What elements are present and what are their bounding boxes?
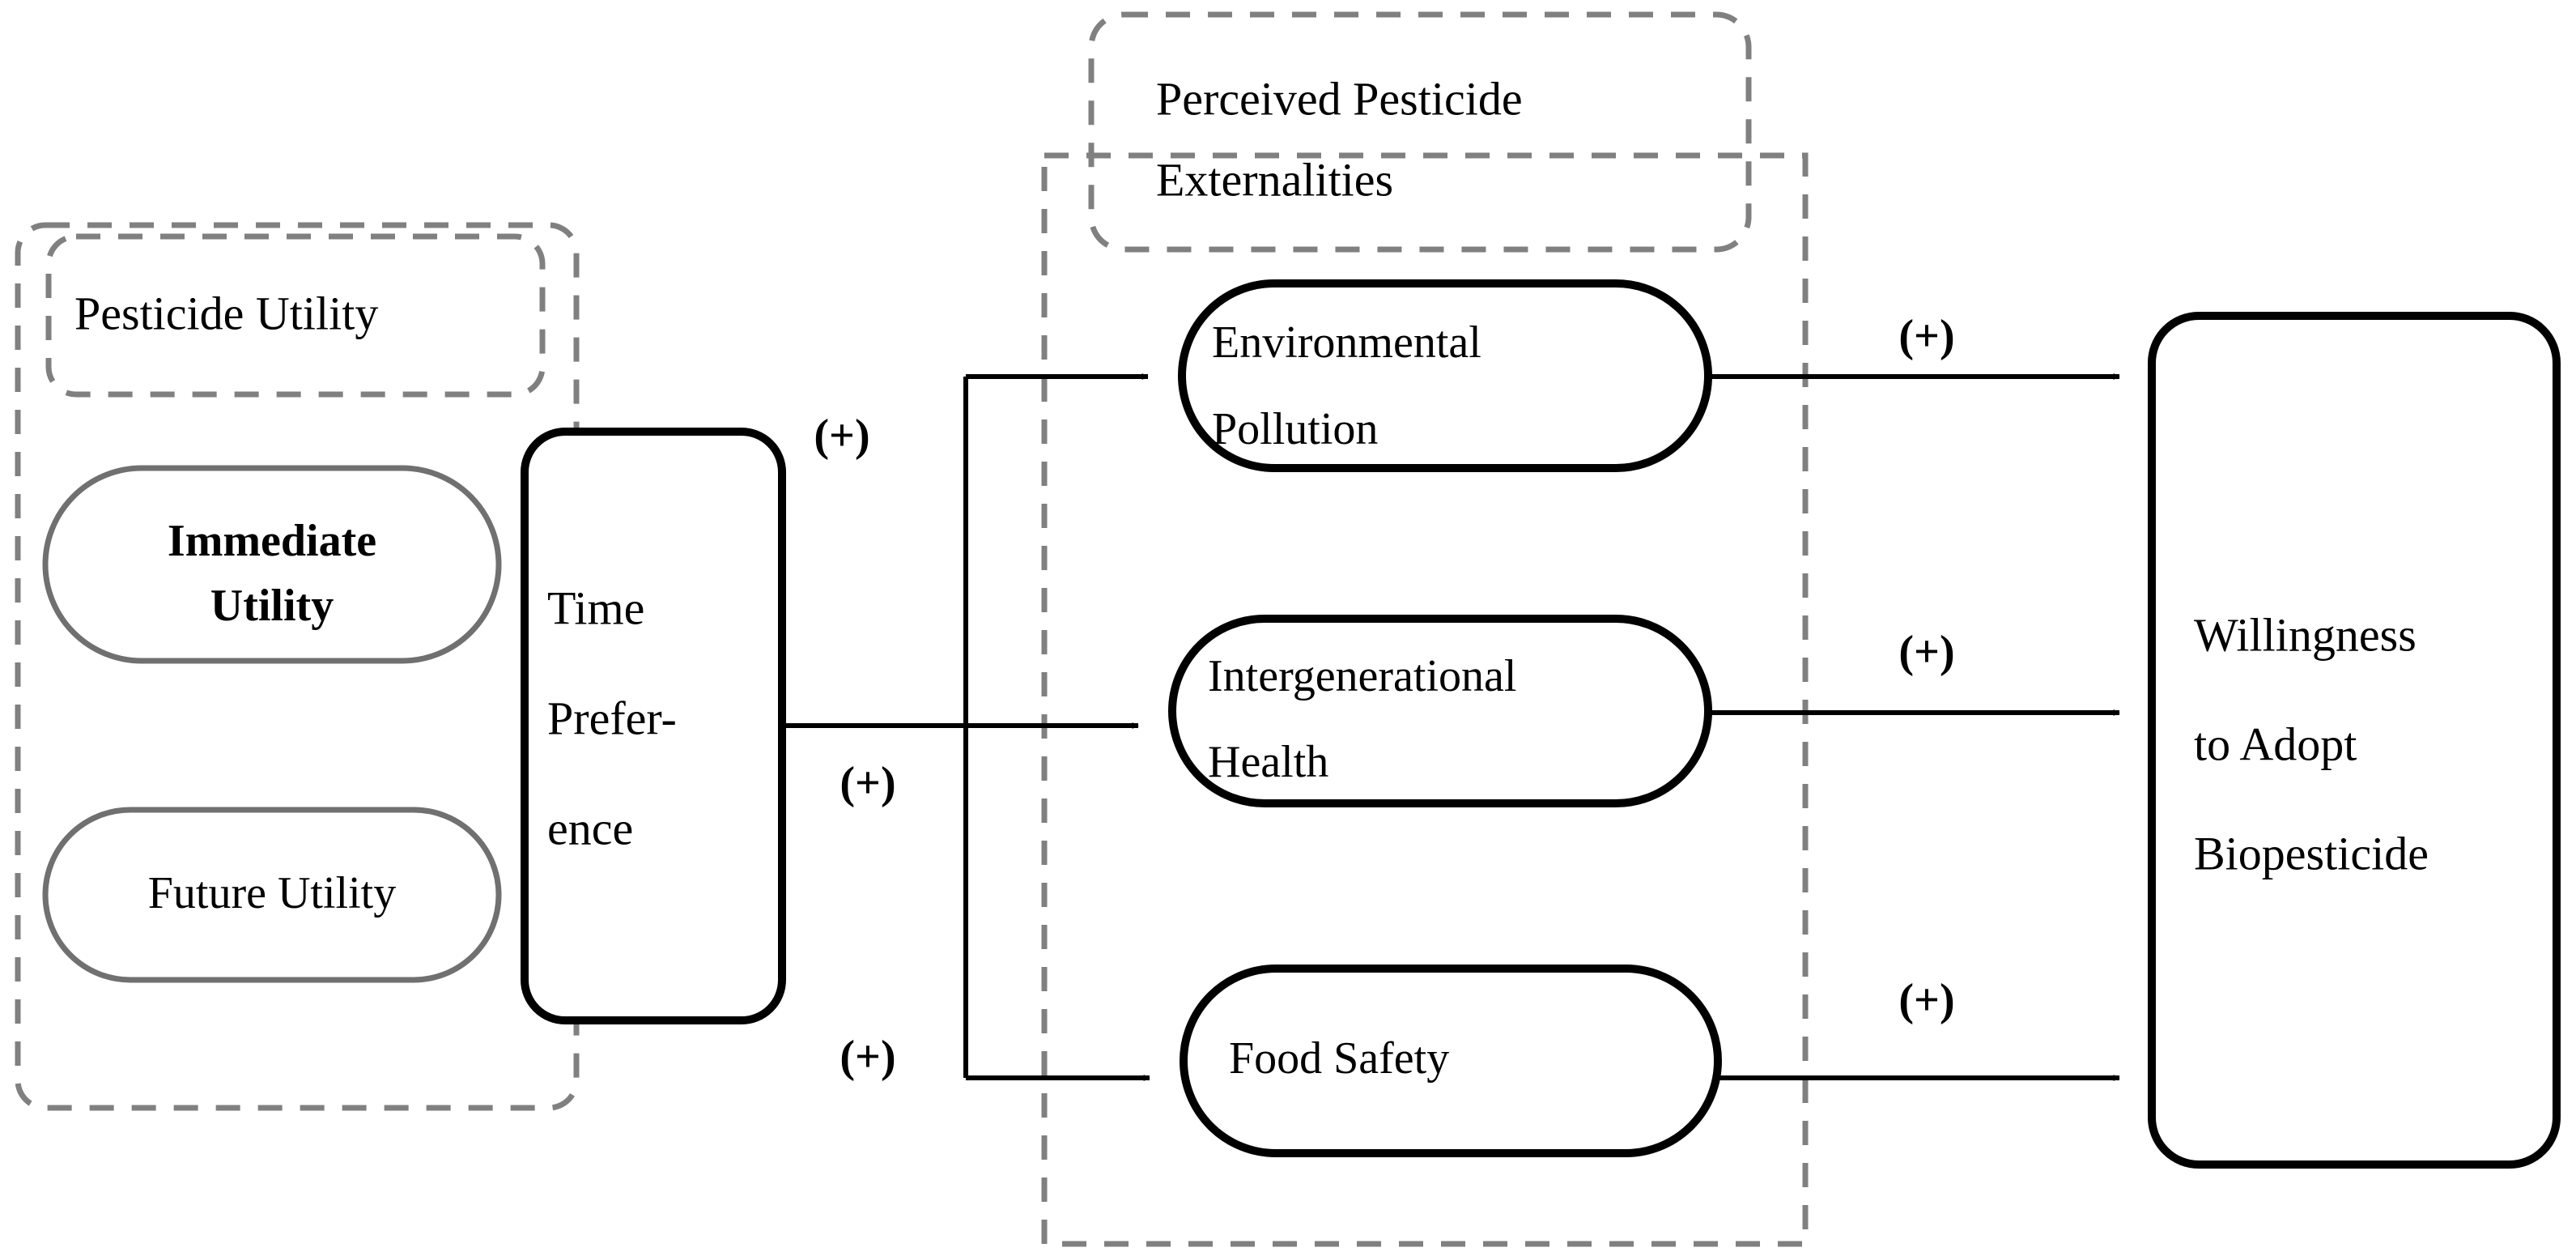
time-preference-label-line1: Time	[547, 581, 644, 634]
edge-group-externalities-to-willingness: (+) (+) (+)	[1708, 311, 2120, 1081]
node-willingness-to-adopt-biopesticide[interactable]: Willingness to Adopt Biopesticide	[2148, 312, 2561, 1169]
perceived-externalities-group-label-line1: Perceived Pesticide	[1156, 72, 1523, 125]
perceived-externalities-outer-dashed-box	[1041, 152, 1809, 1247]
pesticide-utility-group-label: Pesticide Utility	[74, 287, 378, 339]
immediate-utility-pill-shape	[42, 465, 502, 664]
immediate-utility-label-line1: Immediate	[168, 516, 376, 566]
time-preference-label-line2: Prefer-	[547, 692, 677, 744]
group-pesticide-utility: Pesticide Utility	[15, 222, 580, 1111]
group-perceived-pesticide-externalities: Perceived Pesticide Externalities	[1041, 11, 1809, 1247]
pesticide-utility-outer-dashed-box	[15, 222, 580, 1111]
intergenerational-health-label-line2: Health	[1208, 737, 1328, 787]
sign-time-preference-to-intergenerational-health: (+)	[840, 758, 895, 808]
perceived-externalities-group-label-line2: Externalities	[1156, 153, 1393, 206]
sign-food-safety-to-willingness: (+)	[1898, 975, 1954, 1025]
perceived-externalities-label-dashed-box	[1088, 11, 1752, 253]
node-food-safety[interactable]: Food Safety	[1180, 965, 1722, 1157]
node-immediate-utility[interactable]: Immediate Utility	[42, 465, 502, 664]
future-utility-pill-shape	[42, 807, 502, 983]
future-utility-label: Future Utility	[148, 868, 396, 918]
food-safety-pill-shape	[1180, 965, 1722, 1157]
node-future-utility[interactable]: Future Utility	[42, 807, 502, 983]
willingness-label-line2: to Adopt	[2194, 718, 2357, 770]
environmental-pollution-label-line1: Environmental	[1212, 317, 1481, 368]
sign-time-preference-to-environmental-pollution: (+)	[814, 411, 869, 461]
intergenerational-health-label-line1: Intergenerational	[1208, 651, 1516, 701]
node-time-preference[interactable]: Time Prefer- ence	[521, 428, 786, 1024]
environmental-pollution-label-line2: Pollution	[1212, 404, 1378, 454]
node-intergenerational-health[interactable]: Intergenerational Health	[1168, 615, 1712, 807]
pesticide-utility-label-dashed-box	[45, 233, 546, 398]
sign-intergenerational-health-to-willingness: (+)	[1898, 627, 1954, 677]
time-preference-label-line3: ence	[547, 802, 633, 854]
immediate-utility-label-line2: Utility	[210, 581, 334, 631]
sign-environmental-pollution-to-willingness: (+)	[1898, 311, 1954, 361]
willingness-label-line3: Biopesticide	[2194, 827, 2429, 879]
food-safety-label: Food Safety	[1229, 1033, 1449, 1084]
edge-group-time-preference-to-externalities: (+) (+) (+)	[782, 373, 1150, 1082]
node-environmental-pollution[interactable]: Environmental Pollution	[1178, 279, 1712, 472]
willingness-box-shape	[2148, 312, 2561, 1169]
sign-time-preference-to-food-safety: (+)	[840, 1032, 895, 1082]
willingness-label-line1: Willingness	[2194, 608, 2417, 661]
